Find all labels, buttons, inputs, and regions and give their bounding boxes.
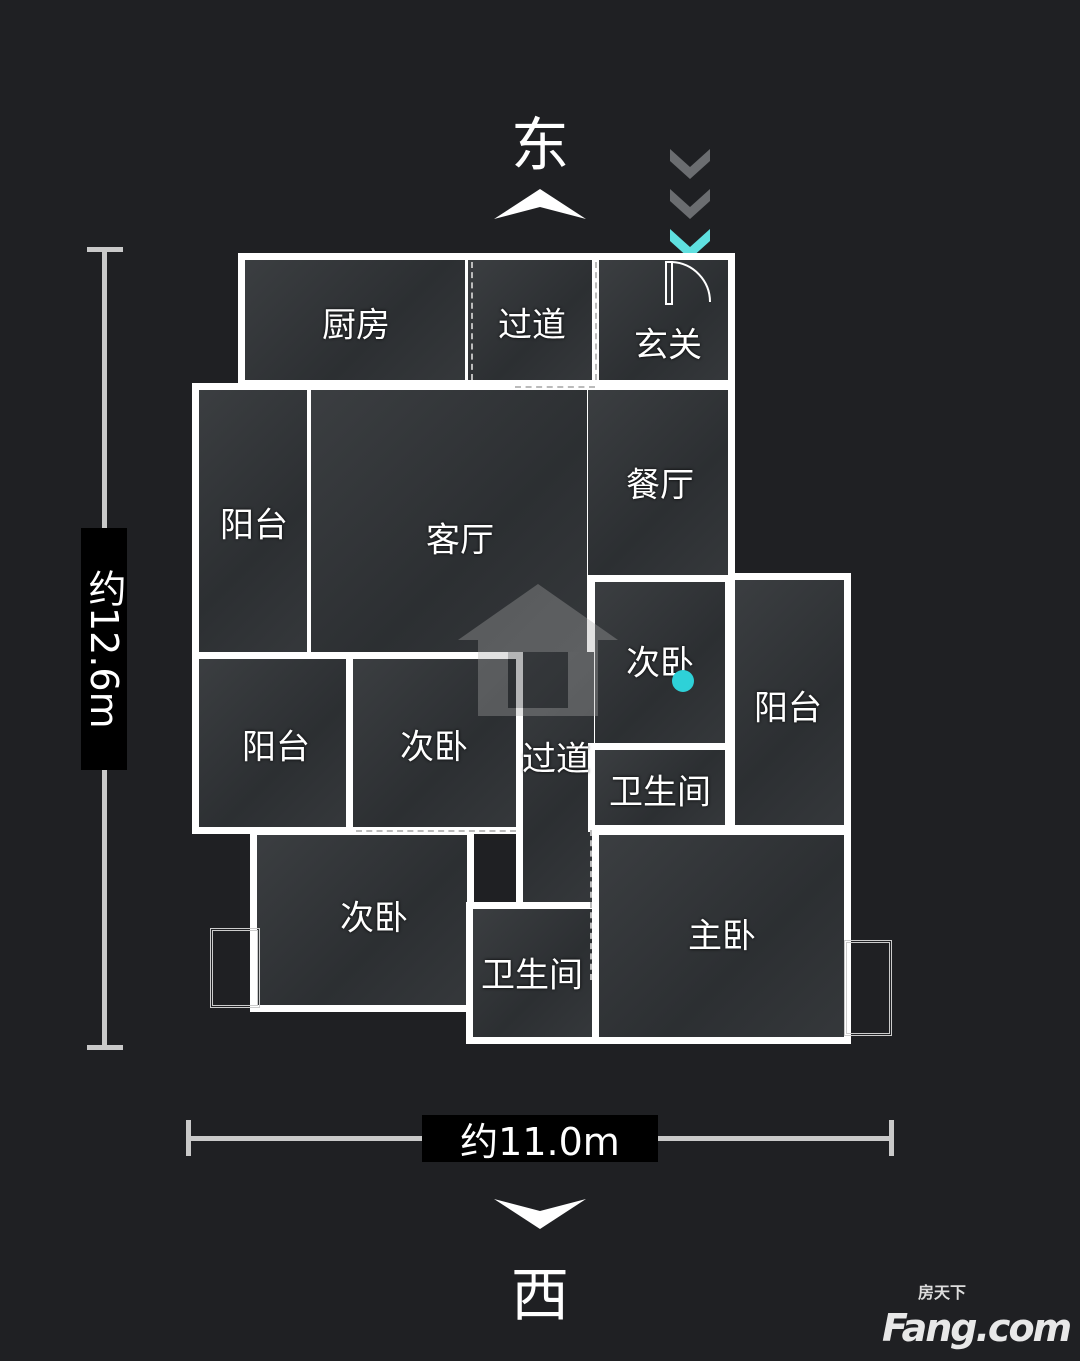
north-arrow-up-icon — [494, 189, 586, 219]
opening-bedroom-mid — [356, 830, 516, 832]
label-living: 客厅 — [426, 520, 494, 561]
label-bathroom-right: 卫生间 — [609, 772, 711, 813]
label-corridor-mid: 过道 — [522, 739, 590, 780]
compass-west-label: 西 — [510, 1261, 569, 1329]
label-bedroom-bottom-left: 次卧 — [340, 898, 408, 939]
fang-logo: 房天下 Fang.com — [882, 1283, 1072, 1354]
entrance-arrow-icon — [670, 149, 710, 259]
label-balcony-left-top: 阳台 — [220, 505, 288, 546]
height-scale-box: 约12.6m — [81, 528, 127, 770]
label-bathroom-bottom: 卫生间 — [481, 955, 583, 996]
label-foyer: 玄关 — [634, 325, 702, 366]
bay-window-right — [844, 940, 892, 1036]
logo-cn-text: 房天下 — [918, 1283, 967, 1302]
room-master-bedroom[interactable] — [592, 828, 851, 1044]
room-corridor-mid[interactable] — [516, 652, 594, 910]
entrance-door-icon — [665, 261, 712, 305]
label-dining: 餐厅 — [626, 465, 694, 506]
label-balcony-left-bottom: 阳台 — [242, 727, 310, 768]
label-balcony-right: 阳台 — [754, 688, 822, 729]
compass-east-label: 东 — [510, 111, 569, 179]
height-scale-cap-bottom — [87, 1045, 123, 1050]
width-scale-cap-right — [889, 1120, 894, 1156]
width-dimension-label: 约11.0m — [422, 1115, 658, 1164]
height-scale-cap-top — [87, 247, 123, 252]
label-master-bedroom: 主卧 — [688, 916, 756, 957]
room-dining[interactable] — [588, 383, 735, 582]
opening-corridor-foyer — [595, 262, 597, 380]
current-position-marker — [672, 670, 694, 692]
opening-corridor-living — [515, 386, 595, 388]
height-dimension-label: 约12.6m — [82, 569, 126, 729]
label-kitchen: 厨房 — [322, 305, 390, 346]
bay-window-left — [210, 928, 260, 1008]
label-corridor-top: 过道 — [498, 305, 566, 346]
opening-kitchen-corridor — [471, 262, 473, 380]
label-bedroom-mid: 次卧 — [400, 727, 468, 768]
watermark-house-icon — [458, 584, 618, 716]
logo-brand-text: Fang.com — [882, 1306, 1072, 1350]
arrow-down-icon — [494, 1199, 586, 1229]
opening-master — [590, 830, 592, 980]
